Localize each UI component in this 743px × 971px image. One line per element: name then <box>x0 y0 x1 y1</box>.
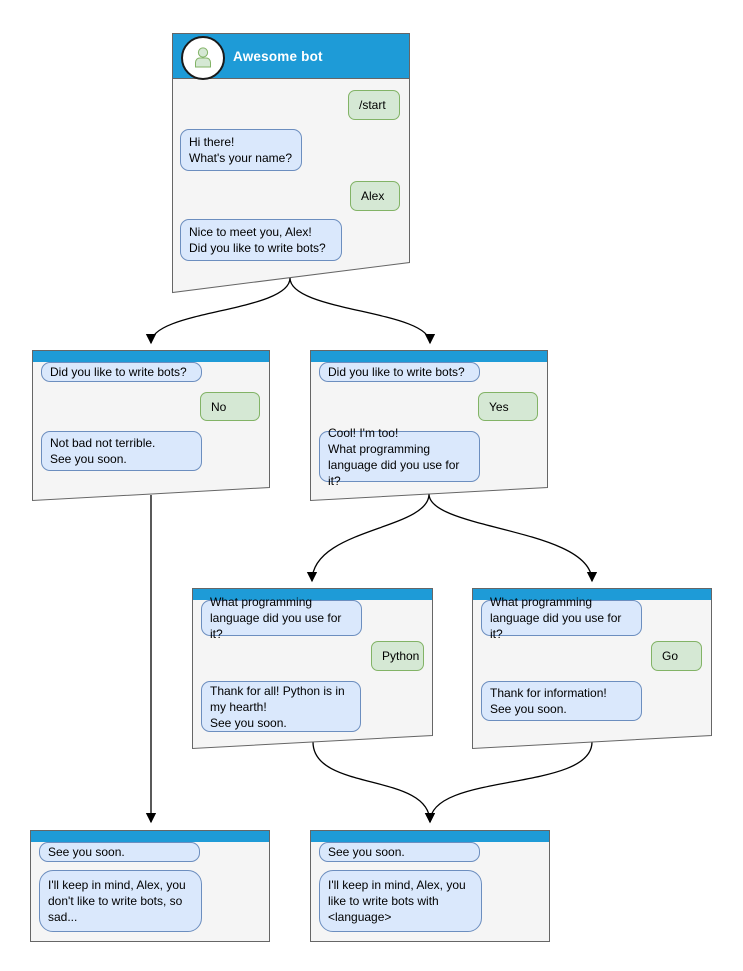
bot-message: See you soon. <box>319 842 480 862</box>
chat-window-branch-go: What programming language did you use fo… <box>472 588 712 750</box>
window-titlebar <box>311 351 547 362</box>
person-icon <box>195 47 211 68</box>
window-titlebar <box>473 589 711 600</box>
bot-message: Thank for all! Python is in my hearth! S… <box>201 681 361 732</box>
chat-window-end-no: See you soon. I'll keep in mind, Alex, y… <box>30 830 270 942</box>
arrow-python-to-end <box>312 741 436 824</box>
user-message: /start <box>348 90 400 120</box>
user-message: Go <box>651 641 702 671</box>
user-message: Alex <box>350 181 400 211</box>
user-message: Python <box>371 641 424 671</box>
bot-message: Did you like to write bots? <box>41 362 202 382</box>
arrow-go-to-end <box>424 741 593 824</box>
arrow-yes-to-python <box>306 493 430 583</box>
bot-avatar <box>181 36 225 80</box>
bot-message: See you soon. <box>39 842 200 862</box>
bot-message: Cool! I'm too! What programming language… <box>319 426 480 488</box>
window-titlebar <box>31 831 269 842</box>
bot-message: I'll keep in mind, Alex, you like to wri… <box>319 870 482 932</box>
bot-message: What programming language did you use fo… <box>481 595 642 641</box>
window-titlebar: Awesome bot <box>173 34 409 80</box>
chat-window-branch-no: Did you like to write bots? No Not bad n… <box>32 350 270 502</box>
arrow-yes-to-go <box>428 493 598 583</box>
bot-message: Did you like to write bots? <box>319 362 480 382</box>
window-titlebar <box>311 831 549 842</box>
bot-message: Hi there! What's your name? <box>180 129 302 171</box>
window-titlebar <box>193 589 432 600</box>
bot-message: Nice to meet you, Alex! Did you like to … <box>180 219 342 261</box>
user-message: No <box>200 392 260 421</box>
chat-window-branch-python: What programming language did you use fo… <box>192 588 433 750</box>
window-title: Awesome bot <box>233 48 323 64</box>
bot-message: I'll keep in mind, Alex, you don't like … <box>39 870 202 932</box>
chat-window-main: Awesome bot /start Hi there! What's your… <box>172 33 410 294</box>
chat-window-branch-yes: Did you like to write bots? Yes Cool! I'… <box>310 350 548 502</box>
window-titlebar <box>33 351 269 362</box>
bot-message: Not bad not terrible. See you soon. <box>41 431 202 471</box>
bot-message: What programming language did you use fo… <box>201 595 362 641</box>
chat-window-end-yes: See you soon. I'll keep in mind, Alex, y… <box>310 830 550 942</box>
user-message: Yes <box>478 392 538 421</box>
bot-message: Thank for information! See you soon. <box>481 681 642 721</box>
